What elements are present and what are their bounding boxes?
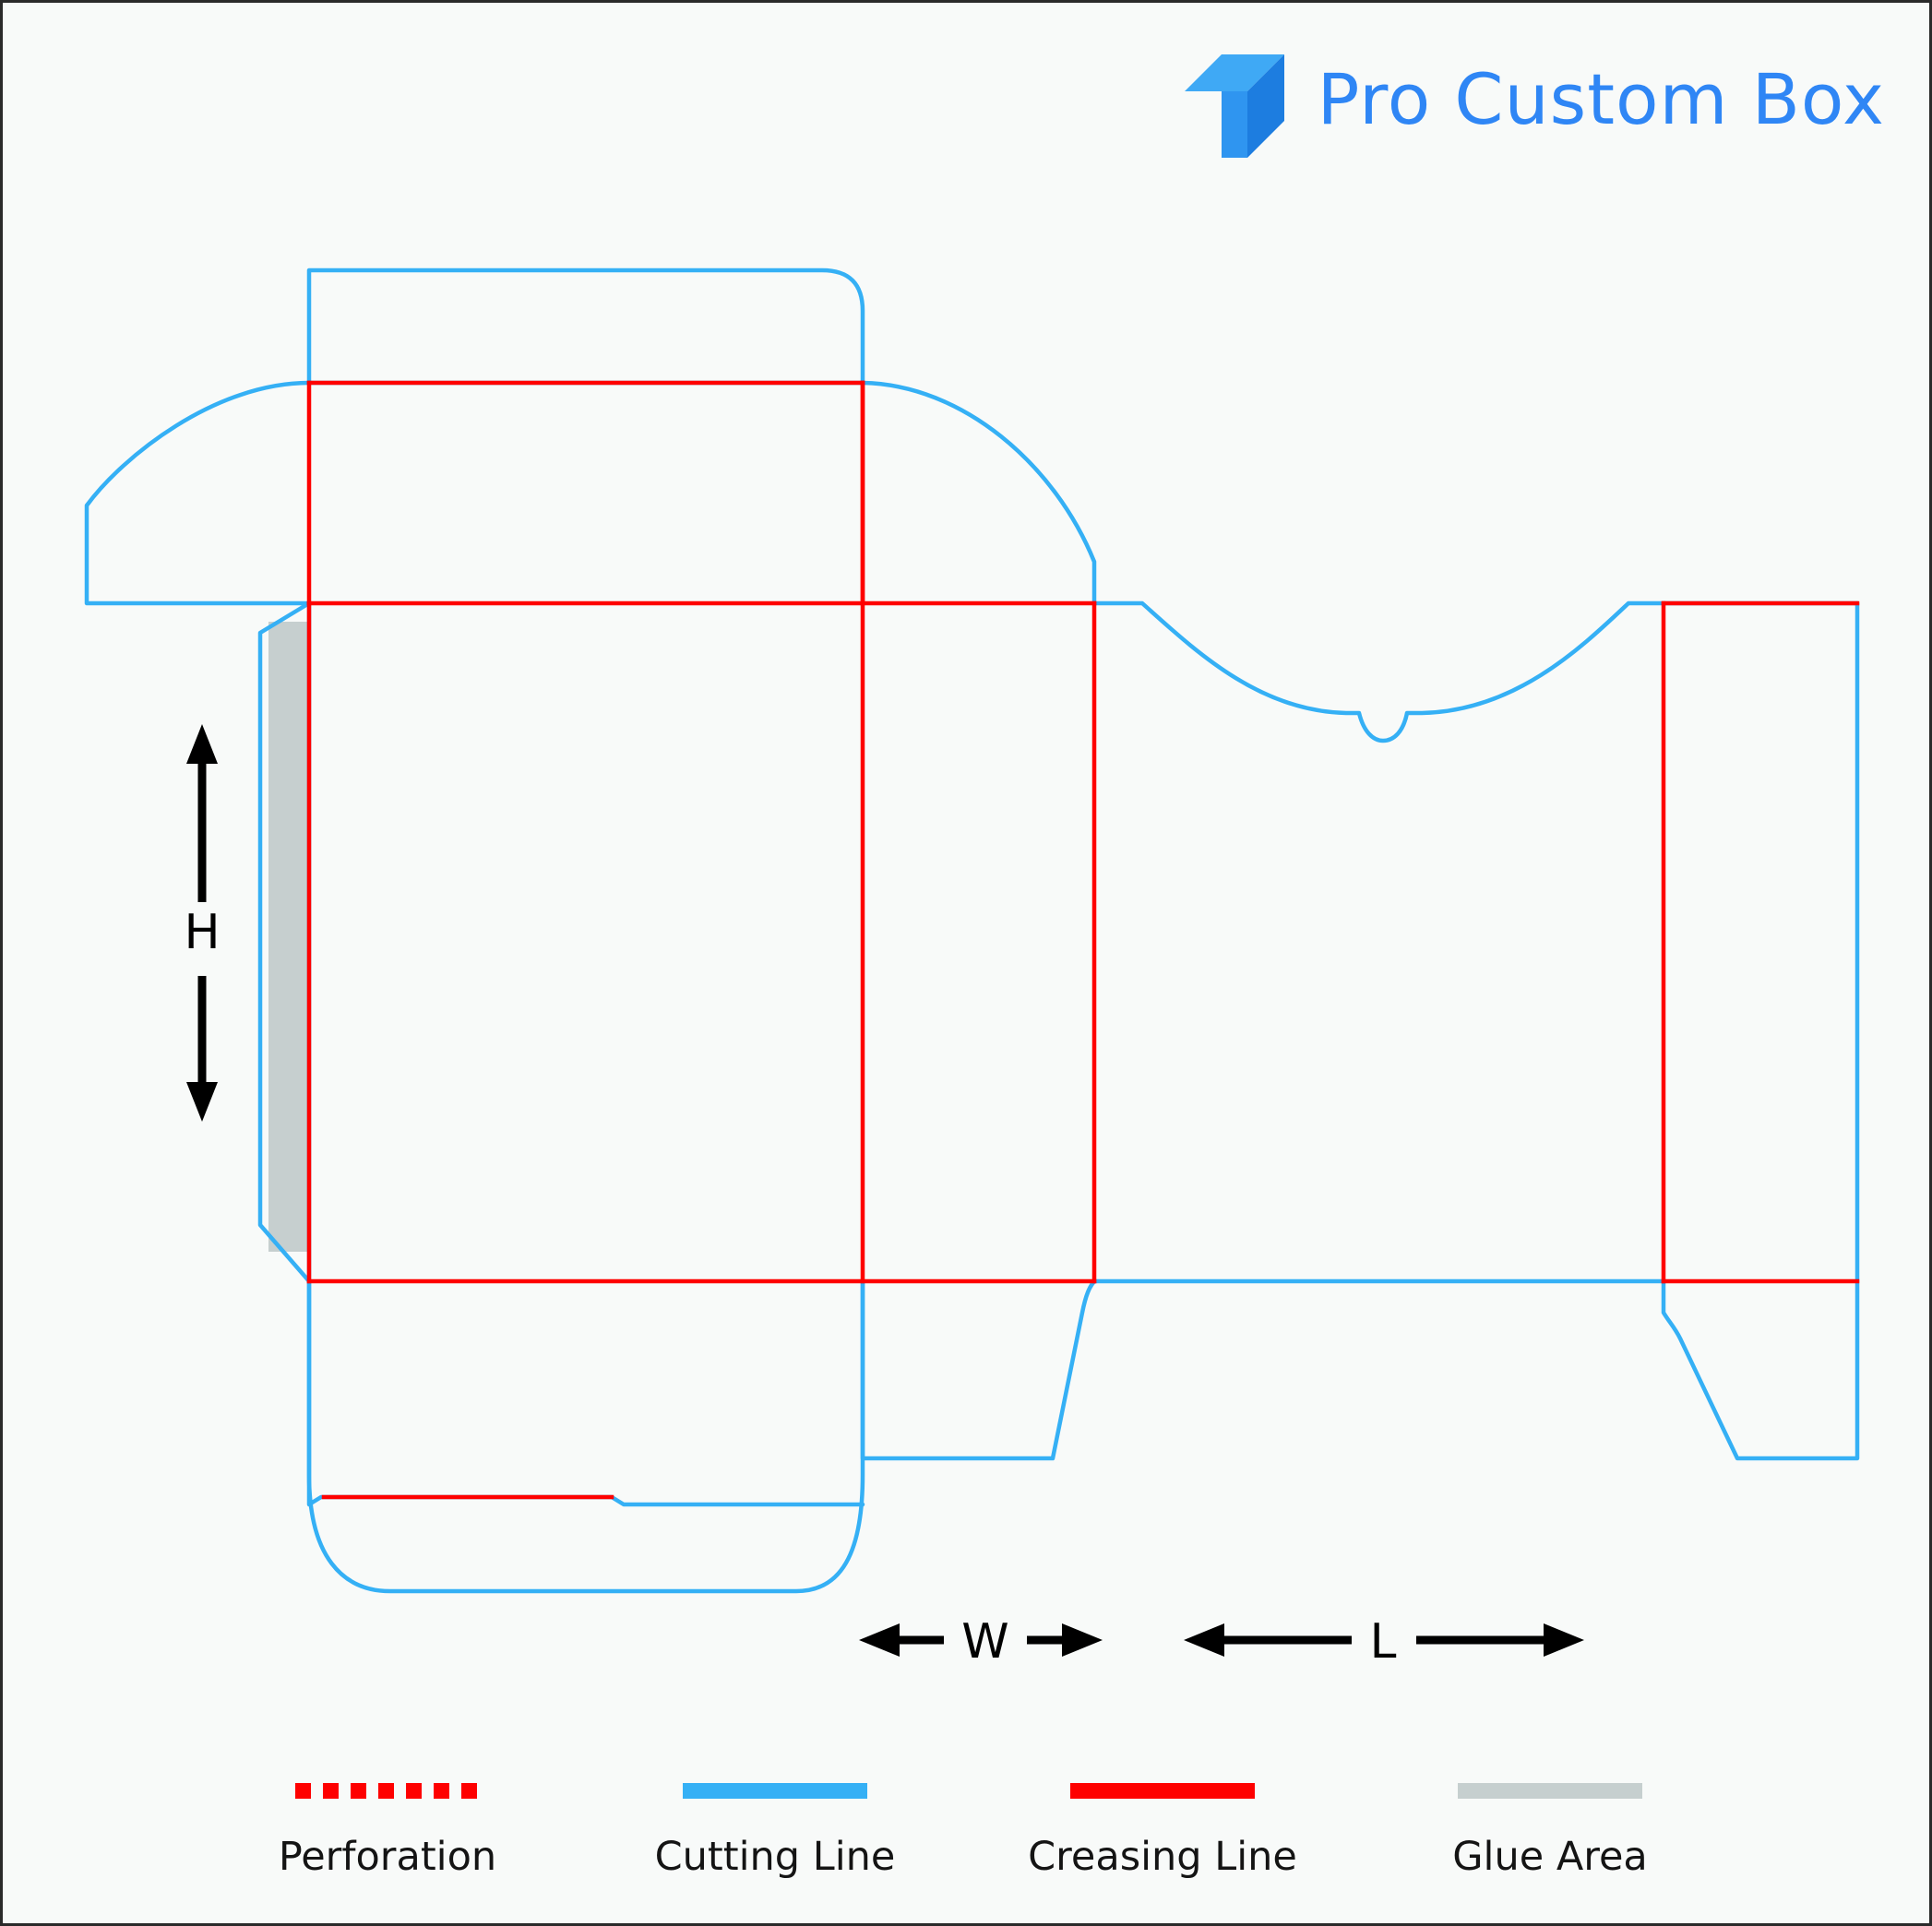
brand-logo: Pro Custom Box (1179, 38, 1885, 161)
scalloped-cutout (1091, 600, 1860, 743)
height-dimension-label: H (184, 905, 220, 960)
cutting-line-swatch (683, 1783, 867, 1799)
brand-name: Pro Custom Box (1317, 58, 1885, 140)
bottom-end-flap-cut (1661, 1278, 1860, 1461)
bottom-tuck-flap-outline (306, 1278, 865, 1594)
height-dimension: H (184, 724, 221, 1122)
legend-item-creasing-line: Creasing Line (969, 1783, 1356, 1880)
creasing-line-swatch (1070, 1783, 1255, 1799)
perforation-swatch (295, 1783, 480, 1799)
bottom-side-flap-cut (860, 1278, 1097, 1461)
legend-label-creasing-line: Creasing Line (1028, 1834, 1297, 1880)
legend-item-cutting-line: Cutting Line (581, 1783, 969, 1880)
legend: Perforation Cutting Line Creasing Line G… (3, 1783, 1929, 1880)
box-3d-icon (1184, 54, 1284, 158)
width-dimension-label: W (961, 1614, 1008, 1670)
glue-area-strip (268, 622, 307, 1252)
legend-label-cutting-line: Cutting Line (654, 1834, 896, 1880)
legend-label-perforation: Perforation (278, 1834, 497, 1880)
legend-label-glue-area: Glue Area (1452, 1834, 1648, 1880)
length-dimension-label: L (1370, 1614, 1397, 1670)
glue-area-swatch (1458, 1783, 1642, 1799)
dieline-drawing: H W L (84, 268, 1860, 1670)
length-dimension: L (1184, 1614, 1584, 1670)
top-tuck-flap-cut (306, 268, 865, 386)
legend-item-glue-area: Glue Area (1356, 1783, 1744, 1880)
width-dimension: W (859, 1614, 1103, 1670)
glue-tab-outline (257, 600, 312, 1284)
left-wing-flap-cut (84, 380, 312, 606)
right-wing-flap-cut (860, 380, 1097, 606)
bottom-tuck-flap-cut (306, 1278, 865, 1507)
legend-item-perforation: Perforation (194, 1783, 581, 1880)
